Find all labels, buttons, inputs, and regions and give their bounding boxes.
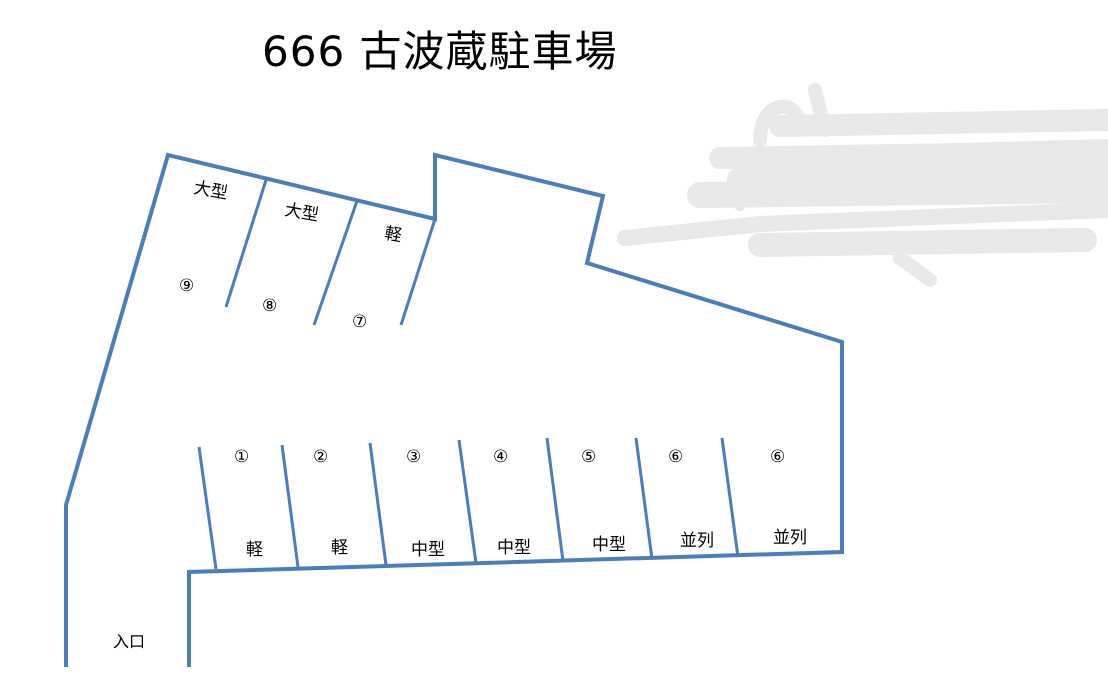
space-number: ② <box>313 447 329 467</box>
redaction-scribble <box>617 83 1108 287</box>
space-number: ⑨ <box>179 276 195 296</box>
space-number: ⑦ <box>352 312 368 332</box>
space-number: ⑥ <box>770 447 786 467</box>
space-number: ⑧ <box>262 296 278 316</box>
space-type-label: 中型 <box>497 538 531 558</box>
space-type-label: 軽 <box>331 538 348 558</box>
space-number: ① <box>234 447 250 467</box>
space-type-label: 中型 <box>592 535 626 555</box>
space-number: ④ <box>493 447 509 467</box>
entrance-label: 入口 <box>113 632 146 651</box>
space-type-label: 中型 <box>411 540 445 560</box>
space-type-label: 並列 <box>773 528 807 548</box>
page-title: 666 古波蔵駐車場 <box>262 27 618 76</box>
space-number: ③ <box>406 447 422 467</box>
space-type-label: 軽 <box>246 540 263 560</box>
space-number: ⑤ <box>581 447 597 467</box>
space-number: ⑥ <box>668 447 684 467</box>
lot-boundary <box>64 152 844 667</box>
space-type-label: 並列 <box>680 531 714 551</box>
